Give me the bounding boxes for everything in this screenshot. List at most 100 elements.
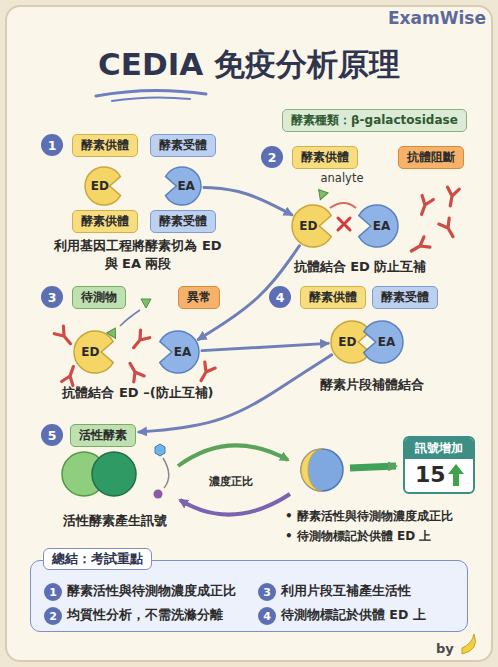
node-text: 酵素供體 [309,289,357,306]
reaction-arrow [163,458,169,488]
antibody-symbol [129,330,150,352]
signal-value: 15 [405,459,473,487]
label-tag: 酵素供體 [300,286,366,309]
block-arrow [330,203,356,208]
enzyme-acceptor: EA [157,331,199,373]
node-text: ED [69,344,111,360]
product-symbol [154,490,163,499]
cycle-arrow [180,494,290,515]
node-text: 酵素受體 [381,289,429,306]
node-text: ED [287,218,329,234]
label-tag: 待測物 [72,286,126,309]
step-number: 2 [261,146,283,168]
node-text: 1 [48,138,57,153]
node-text: EA [366,334,408,350]
node-text: 待測物標記於供體 ED 上 [281,607,426,624]
summary-box: 1234總結：考試重點酵素活性與待測物濃度成正比均質性分析，不需洗滌分離利用片段… [30,560,468,632]
label-tag: 抗體阻斷 [398,146,464,169]
node-text: 酵素供體 [301,149,349,166]
cycle-arrow [178,445,288,466]
label-tag: 酵素供體 [292,146,358,169]
node-text: 異常 [187,289,211,306]
signal-box: 訊號增加15 [403,436,475,494]
node-text: 酵素種類：β-galactosidase [291,112,458,129]
caption: 抗體結合 ED 防止互補 [294,258,427,276]
banana-icon [462,634,476,654]
antibody-symbol [408,237,430,256]
node-text: 酵素受體 [159,137,207,154]
label-tag: 酵素種類：β-galactosidase [282,109,467,132]
credit: by [436,641,454,656]
enzyme-donor: ED [292,205,334,247]
node-text: 酵素受體 [159,213,207,230]
flow-arrow [202,343,328,350]
node-text: 抗體阻斷 [407,149,455,166]
node-text: EA [167,178,205,194]
node-text: ED [326,334,368,350]
signal-arrow [350,466,396,468]
node-text: 4 [263,610,271,623]
node-text: 2 [268,150,277,165]
step-number: 2 [44,607,62,625]
flow-arrow [204,187,292,214]
caption: 酵素片段補體結合 [320,376,424,394]
enzyme-donor: ED [85,167,123,205]
page-card [6,6,492,661]
enzyme-complex [301,449,343,491]
antibody-symbol [439,218,458,240]
title-underline [96,90,206,96]
enzyme-complex [301,449,322,491]
node-text: 2 [49,610,57,623]
substrate-symbol [155,444,165,456]
arrow-label: 濃度正比 [207,474,255,489]
enzyme-acceptor: EA [163,167,201,205]
analyte-label: analyte [321,171,364,185]
antibody-symbol [54,326,75,348]
increase-arrow [447,463,465,487]
node-text: ED [81,178,119,194]
caption: 抗體結合 ED –(防止互補) [62,384,213,402]
brand-name: ExamWise [388,8,486,28]
caption: 利用基因工程將酵素切為 ED 與 EA 兩段 [48,237,228,273]
antibody-symbol [196,362,215,384]
node-text: 待測物 [81,289,117,306]
node-text: 酵素活性與待測物濃度成正比 [67,583,236,600]
node-text: 5 [48,428,57,443]
step-number: 4 [269,286,291,308]
node-text: 4 [276,290,285,305]
label-tag: 酵素受體 [150,210,216,233]
antibody-symbol [125,360,144,382]
antibody-symbol [62,365,79,386]
label-tag: 酵素受體 [372,286,438,309]
active-enzyme [84,452,106,496]
analyte-symbol [141,299,151,308]
node-text: 活性酵素 [79,427,127,444]
block-cross [338,218,350,230]
caption: 活性酵素產生訊號 [63,512,167,530]
title: CEDIA 免疫分析原理 [98,44,400,86]
active-enzyme [92,452,136,496]
node-text: 酵素供體 [81,213,129,230]
antibody-symbol [416,195,433,216]
label-tag: 酵素供體 [72,134,138,157]
title-underline [112,97,190,101]
node-text: 3 [263,586,271,599]
antibody-symbol [444,187,459,207]
step-number: 4 [258,607,276,625]
step-number: 3 [41,286,63,308]
node-text: 均質性分析，不需洗滌分離 [67,607,223,624]
step-number: 3 [258,583,276,601]
node-text: EA [162,344,204,360]
summary-heading: 總結：考試重點 [43,548,152,570]
enzyme-acceptor: EA [356,205,398,247]
small-arrow [120,310,140,326]
step-number: 1 [44,583,62,601]
enzyme-acceptor: EA [361,321,403,363]
label-tag: 異常 [178,286,220,309]
caption: • 酵素活性與待測物濃度成正比 [285,508,453,525]
node-text: 利用片段互補產生活性 [281,583,411,600]
label-tag: 活性酵素 [70,424,136,447]
label-tag: 酵素受體 [150,134,216,157]
node-text: EA [361,218,403,234]
